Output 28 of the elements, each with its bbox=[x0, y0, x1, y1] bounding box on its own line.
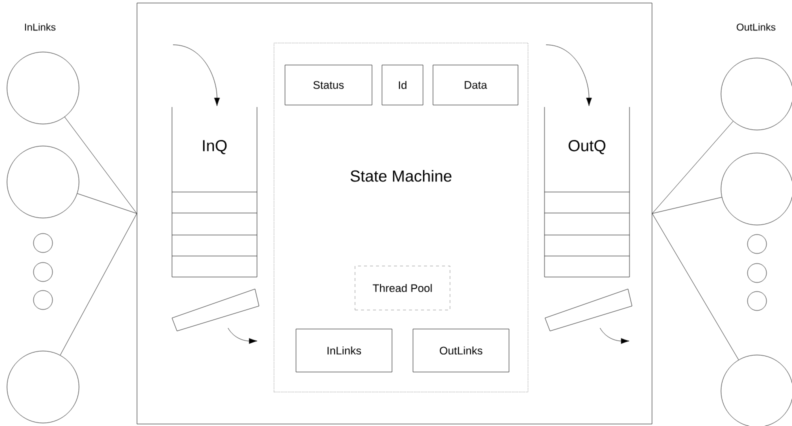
thread-pool-box: Thread Pool bbox=[354, 266, 450, 310]
component-box: OutLinks bbox=[412, 328, 510, 372]
arrow bbox=[546, 44, 592, 106]
queue-drawing: InQ bbox=[172, 106, 258, 278]
component-box: InLinks bbox=[296, 328, 392, 372]
component-box: Status bbox=[284, 64, 372, 106]
link-circle bbox=[747, 234, 767, 254]
connector-line bbox=[77, 193, 137, 214]
group-label: OutLinks bbox=[736, 23, 776, 31]
link-circle bbox=[33, 290, 53, 310]
connector-line bbox=[60, 213, 137, 356]
link-circle bbox=[747, 291, 767, 311]
link-circle bbox=[33, 262, 53, 282]
system-box bbox=[136, 2, 652, 424]
arrow bbox=[172, 44, 220, 106]
connector-line bbox=[64, 116, 137, 214]
link-circle bbox=[747, 263, 767, 283]
group-label: InLinks bbox=[25, 23, 56, 31]
link-circle bbox=[6, 146, 80, 218]
connector-line bbox=[652, 121, 734, 214]
connector-line bbox=[652, 213, 739, 360]
component-box: Id bbox=[382, 64, 424, 106]
link-circle bbox=[6, 52, 80, 124]
queue-drawing: OutQ bbox=[544, 106, 630, 278]
link-circle bbox=[6, 350, 80, 424]
component-box: Data bbox=[432, 64, 518, 106]
link-circle bbox=[33, 233, 53, 253]
connector-line bbox=[652, 197, 722, 214]
